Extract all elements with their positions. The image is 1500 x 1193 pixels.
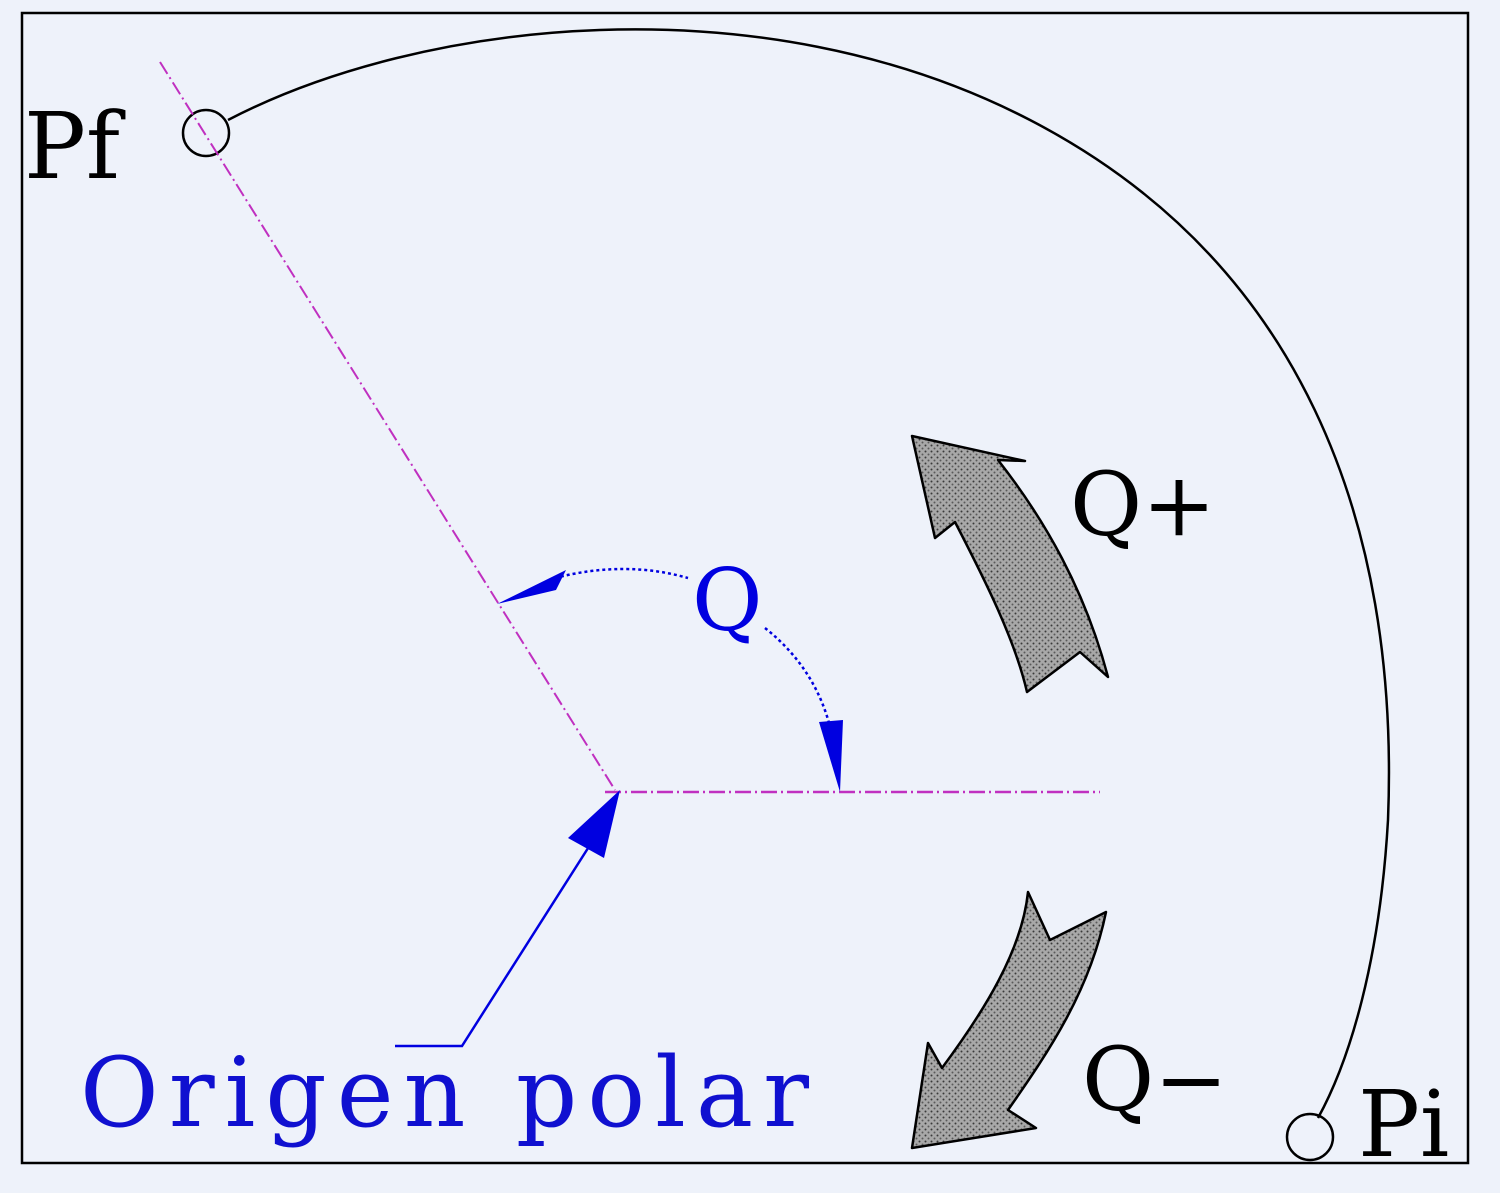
label-q-minus: Q− <box>1082 1028 1228 1131</box>
angle-dimension-arc-right <box>764 627 834 736</box>
label-pf: Pf <box>24 93 126 200</box>
reference-line-angled <box>159 61 616 791</box>
angle-dimension-arc-left <box>554 567 689 580</box>
origin-leader-arrowhead <box>568 790 620 858</box>
angle-arrowhead-left <box>497 570 566 604</box>
label-origin-polar: Origen polar <box>80 1037 819 1149</box>
frame-border <box>20 11 1470 1165</box>
rotation-positive-arrow-icon <box>910 434 1110 694</box>
angle-arrowhead-right <box>819 720 843 792</box>
point-pf-marker <box>181 108 231 158</box>
point-pi-marker <box>1285 1112 1335 1162</box>
label-angle-q: Q <box>692 551 763 651</box>
rotation-negative-arrow-icon <box>910 890 1108 1150</box>
label-pi: Pi <box>1358 1071 1449 1178</box>
label-q-plus: Q+ <box>1070 453 1216 556</box>
origin-leader-line <box>395 844 592 1048</box>
trajectory-arc <box>227 28 1391 1119</box>
